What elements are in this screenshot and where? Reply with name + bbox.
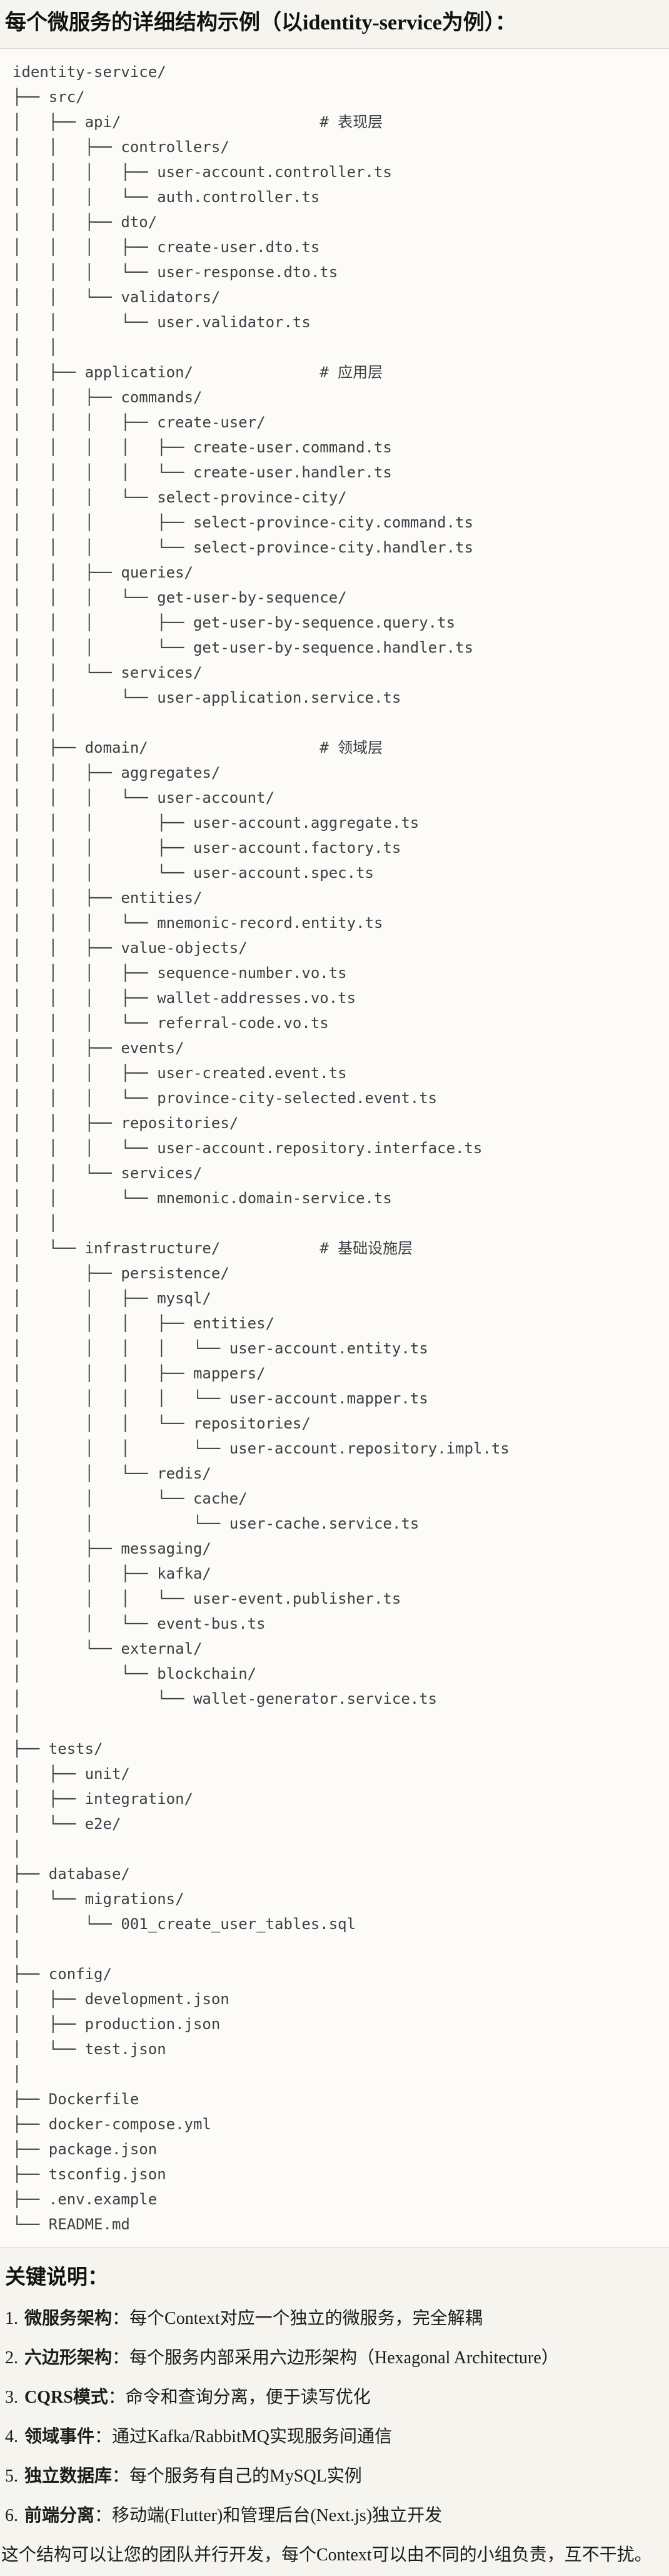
note-term: 微服务架构	[24, 2309, 113, 2328]
notes-list: 1. 微服务架构：每个Context对应一个独立的微服务，完全解耦 2. 六边形架构…	[5, 2308, 664, 2527]
note-number: 1.	[5, 2309, 18, 2328]
note-term: CQRS模式	[24, 2388, 108, 2407]
note-description: ：每个服务内部采用六边形架构（Hexagonal Architecture）	[112, 2348, 559, 2368]
directory-tree-code-block: identity-service/ ├── src/ │ ├── api/ # …	[0, 48, 669, 2248]
key-notes-section: 关键说明： 1. 微服务架构：每个Context对应一个独立的微服务，完全解耦 2…	[0, 2248, 669, 2568]
note-term: 六边形架构	[24, 2348, 113, 2368]
note-number: 5.	[5, 2467, 18, 2486]
note-number: 6.	[5, 2506, 18, 2525]
closing-paragraph: 这个结构可以让您的团队并行开发，每个Context可以由不同的小组负责，互不干扰…	[1, 2545, 652, 2565]
note-description: ：每个服务有自己的MySQL实例	[112, 2467, 362, 2486]
page-title: 每个微服务的详细结构示例（以identity-service为例）：	[5, 11, 516, 34]
note-item: 3. CQRS模式：命令和查询分离，便于读写优化	[5, 2386, 664, 2409]
note-term: 独立数据库	[24, 2467, 113, 2486]
note-item: 1. 微服务架构：每个Context对应一个独立的微服务，完全解耦	[5, 2308, 664, 2330]
note-item: 4. 领域事件：通过Kafka/RabbitMQ实现服务间通信	[5, 2426, 664, 2448]
notes-heading: 关键说明：	[5, 2266, 108, 2289]
note-description: ：移动端(Flutter)和管理后台(Next.js)独立开发	[94, 2506, 443, 2525]
note-term: 前端分离	[24, 2506, 95, 2525]
note-number: 2.	[5, 2348, 18, 2368]
note-description: ：通过Kafka/RabbitMQ实现服务间通信	[94, 2427, 392, 2446]
note-item: 2. 六边形架构：每个服务内部采用六边形架构（Hexagonal Architec…	[5, 2347, 664, 2370]
note-term: 领域事件	[24, 2427, 95, 2446]
note-item: 6. 前端分离：移动端(Flutter)和管理后台(Next.js)独立开发	[5, 2505, 664, 2527]
note-number: 3.	[5, 2388, 18, 2407]
note-description: ：命令和查询分离，便于读写优化	[108, 2388, 371, 2407]
note-number: 4.	[5, 2427, 18, 2446]
note-description: ：每个Context对应一个独立的微服务，完全解耦	[112, 2309, 483, 2328]
note-item: 5. 独立数据库：每个服务有自己的MySQL实例	[5, 2465, 664, 2488]
